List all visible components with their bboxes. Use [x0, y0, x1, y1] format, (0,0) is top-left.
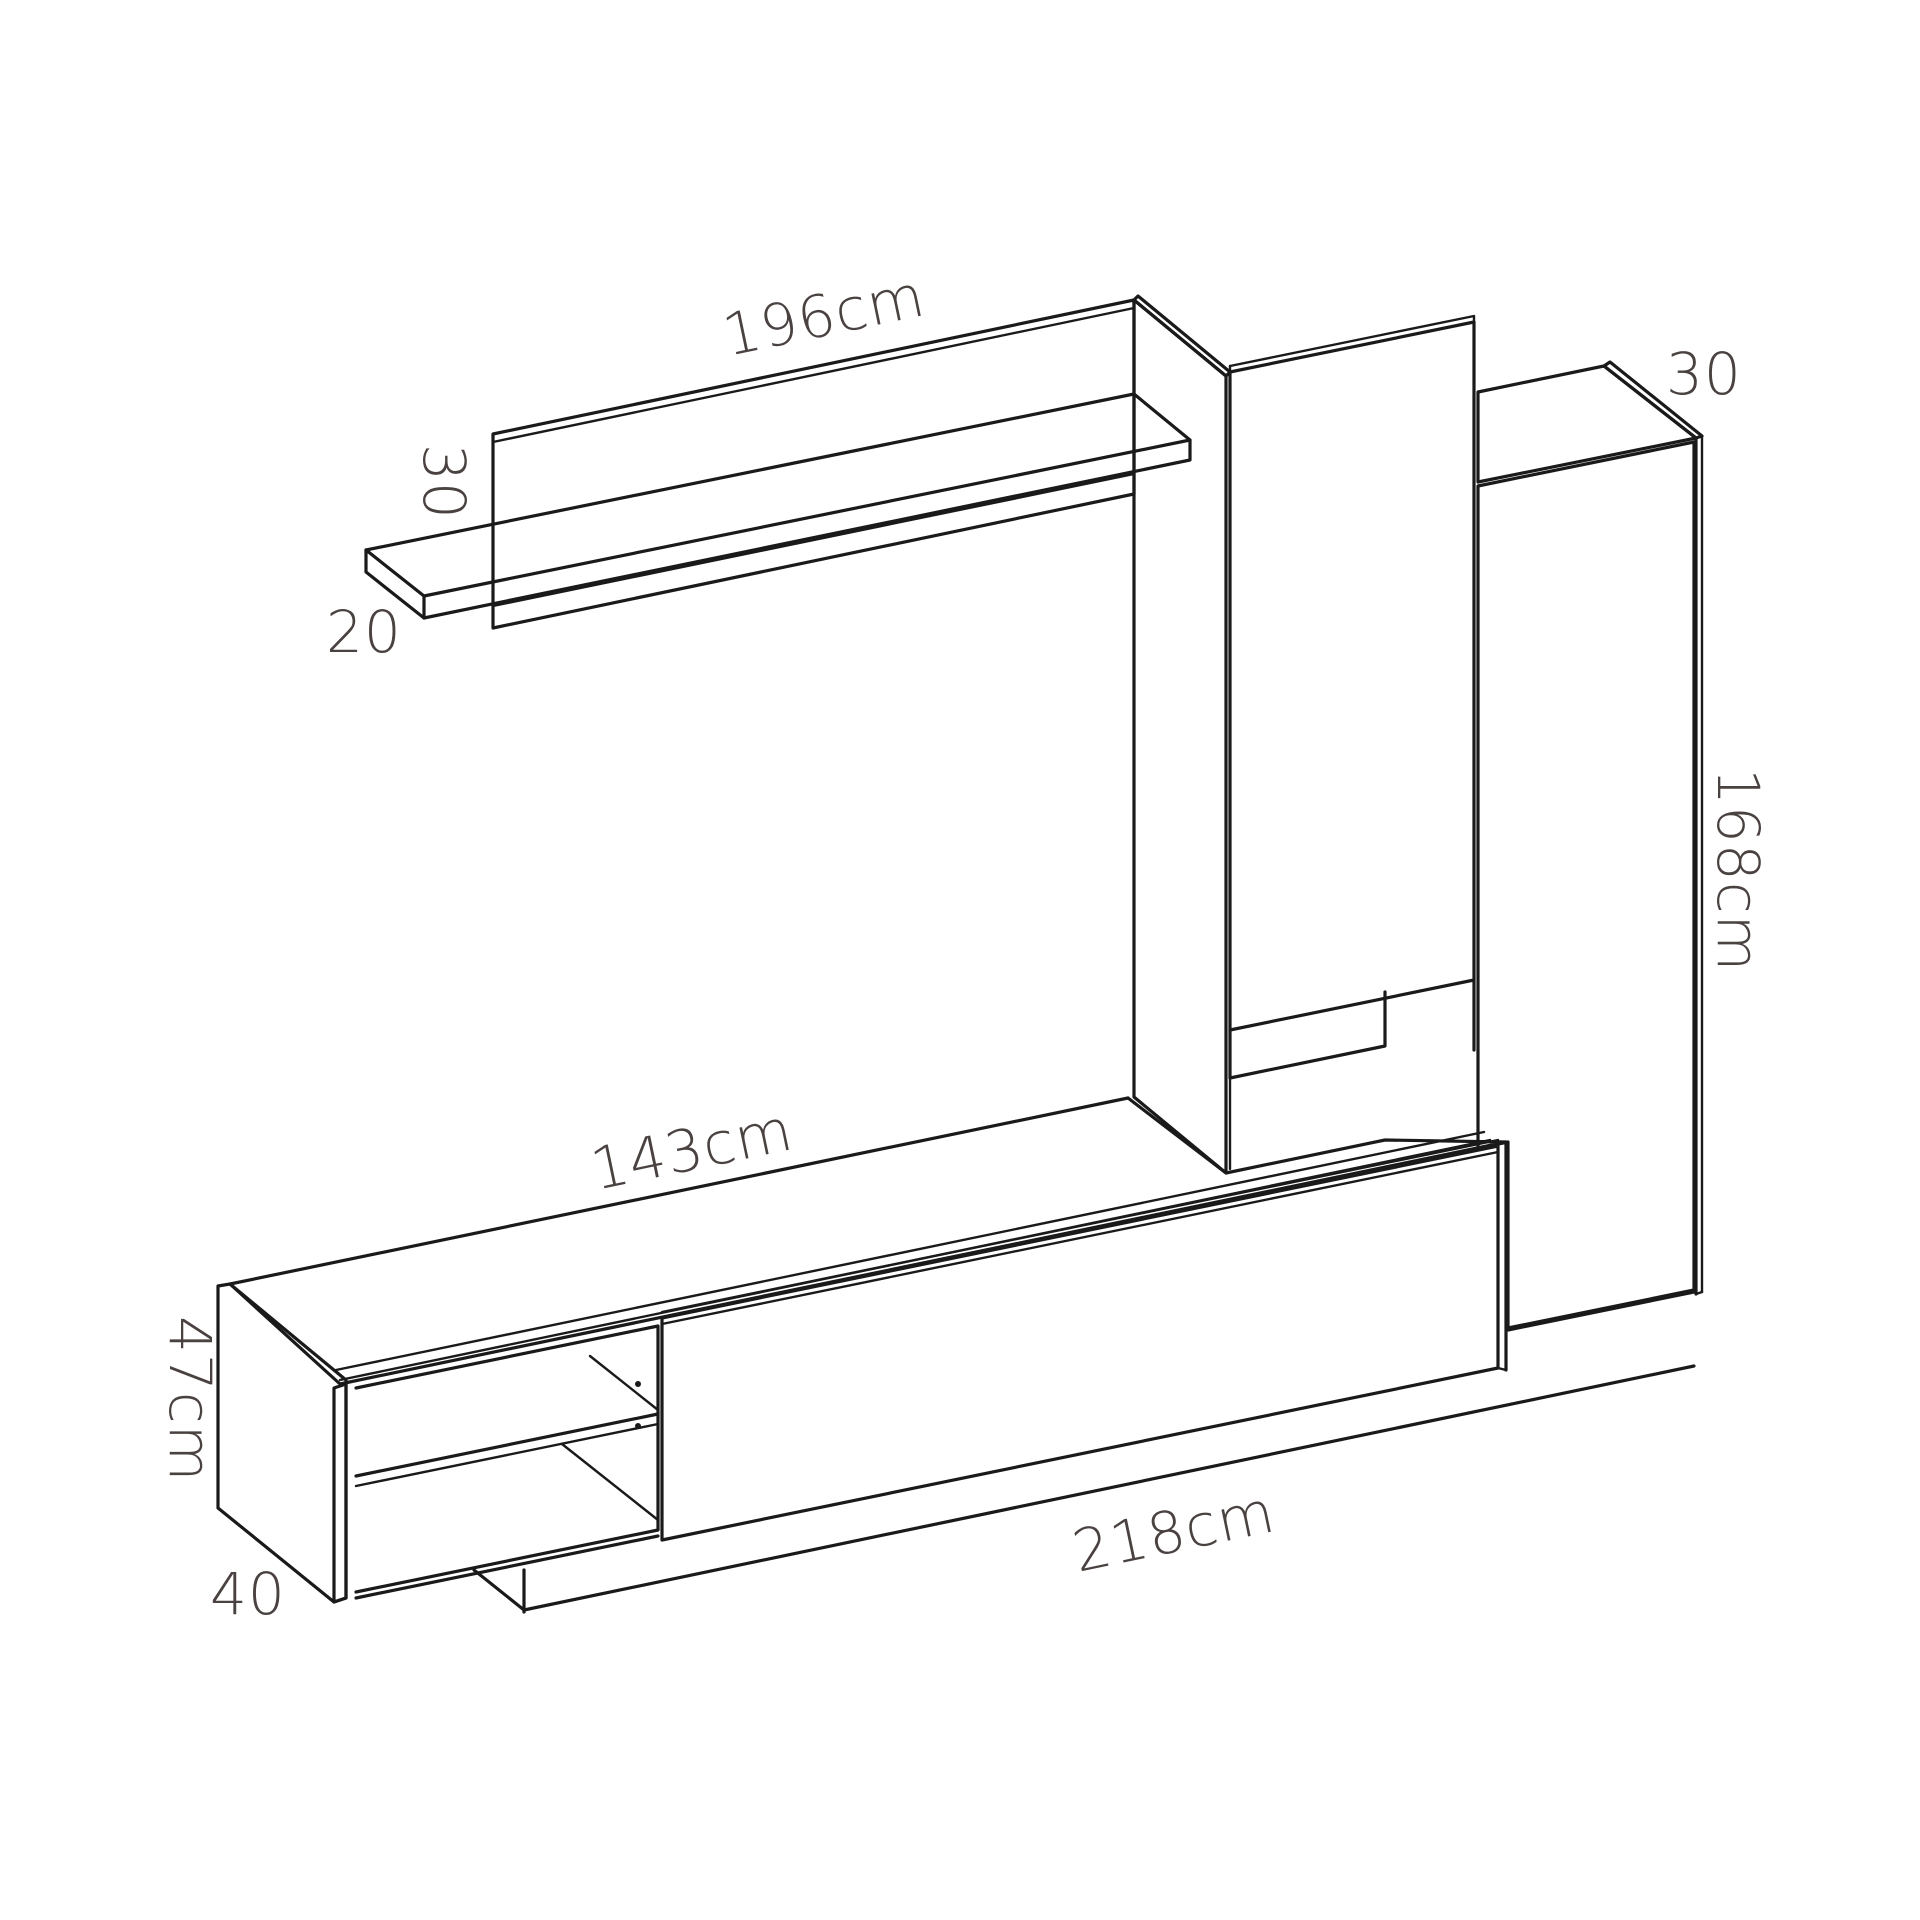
- tall-tower: [1476, 360, 1704, 1332]
- dimension-total-width: 218cm: [1067, 1477, 1281, 1585]
- dimension-wall-panel-height: 30: [410, 444, 478, 520]
- floating-shelf: [364, 392, 1192, 620]
- dimension-tv-unit-depth: 40: [210, 1560, 286, 1628]
- dimension-tower-depth: 30: [1666, 340, 1742, 408]
- dimension-shelf-depth: 20: [326, 598, 402, 666]
- dimension-tv-unit-height: 47cm: [156, 1316, 224, 1482]
- hanging-cabinet: [1228, 314, 1476, 1080]
- tv-unit: [216, 1096, 1696, 1614]
- dimension-wall-panel-width: 196cm: [717, 261, 931, 369]
- vertical-panel: [1132, 294, 1232, 1175]
- dimension-tower-height: 168cm: [1704, 768, 1772, 972]
